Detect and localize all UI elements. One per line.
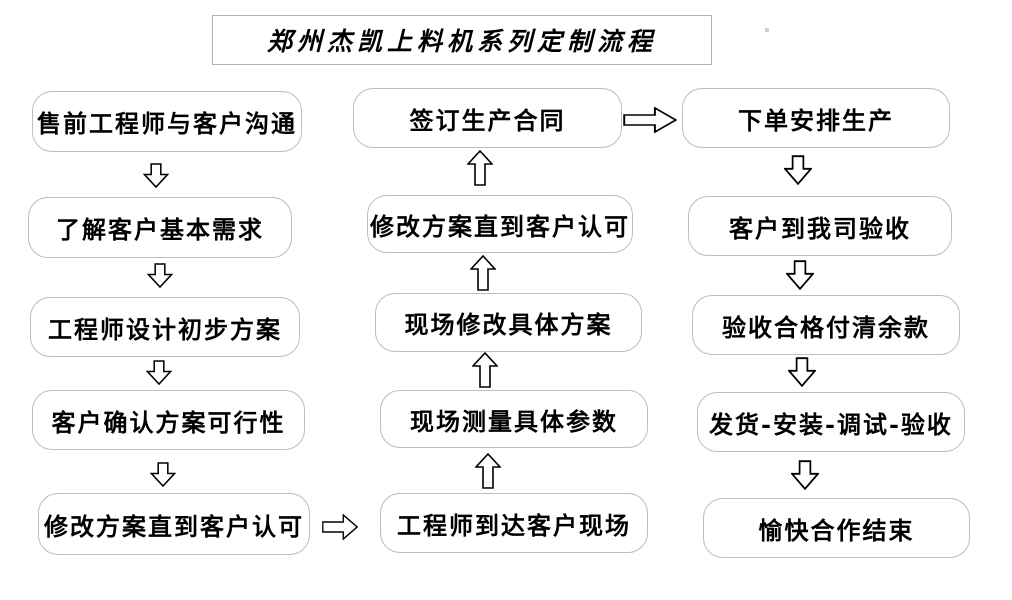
node-sign-contract: 签订生产合同 bbox=[353, 88, 622, 148]
node-happy-cooperation-end: 愉快合作结束 bbox=[703, 498, 970, 558]
node-revise-until-approved-mid: 修改方案直到客户认可 bbox=[367, 195, 633, 253]
up-arrow-icon bbox=[467, 150, 493, 186]
node-pay-balance: 验收合格付清余款 bbox=[692, 295, 960, 355]
node-understand-needs: 了解客户基本需求 bbox=[28, 197, 292, 258]
down-arrow-icon bbox=[788, 357, 816, 387]
node-confirm-feasibility: 客户确认方案可行性 bbox=[32, 390, 305, 450]
node-ship-install-debug-accept: 发货-安装-调试-验收 bbox=[697, 392, 965, 452]
down-arrow-icon bbox=[147, 263, 173, 288]
right-arrow-icon bbox=[322, 514, 358, 540]
up-arrow-icon bbox=[470, 255, 496, 291]
node-revise-until-approved-left: 修改方案直到客户认可 bbox=[38, 493, 310, 555]
stray-dot bbox=[765, 28, 769, 32]
node-onsite-modify-plan: 现场修改具体方案 bbox=[375, 293, 642, 352]
down-arrow-icon bbox=[786, 260, 814, 290]
down-arrow-icon bbox=[791, 460, 819, 490]
node-onsite-measure-params: 现场测量具体参数 bbox=[380, 390, 648, 448]
down-arrow-icon bbox=[784, 155, 812, 185]
node-presales-communication: 售前工程师与客户沟通 bbox=[32, 91, 302, 152]
right-arrow-icon bbox=[623, 107, 677, 133]
page-title: 郑州杰凯上料机系列定制流程 bbox=[266, 27, 657, 56]
title-box: 郑州杰凯上料机系列定制流程 bbox=[212, 15, 712, 65]
up-arrow-icon bbox=[472, 352, 498, 388]
node-customer-acceptance-visit: 客户到我司验收 bbox=[688, 196, 952, 256]
node-order-production: 下单安排生产 bbox=[682, 88, 950, 148]
down-arrow-icon bbox=[143, 163, 169, 188]
down-arrow-icon bbox=[146, 360, 172, 385]
down-arrow-icon bbox=[150, 462, 176, 487]
up-arrow-icon bbox=[475, 453, 501, 489]
node-engineer-arrives-site: 工程师到达客户现场 bbox=[380, 493, 648, 553]
node-initial-design: 工程师设计初步方案 bbox=[30, 297, 300, 357]
